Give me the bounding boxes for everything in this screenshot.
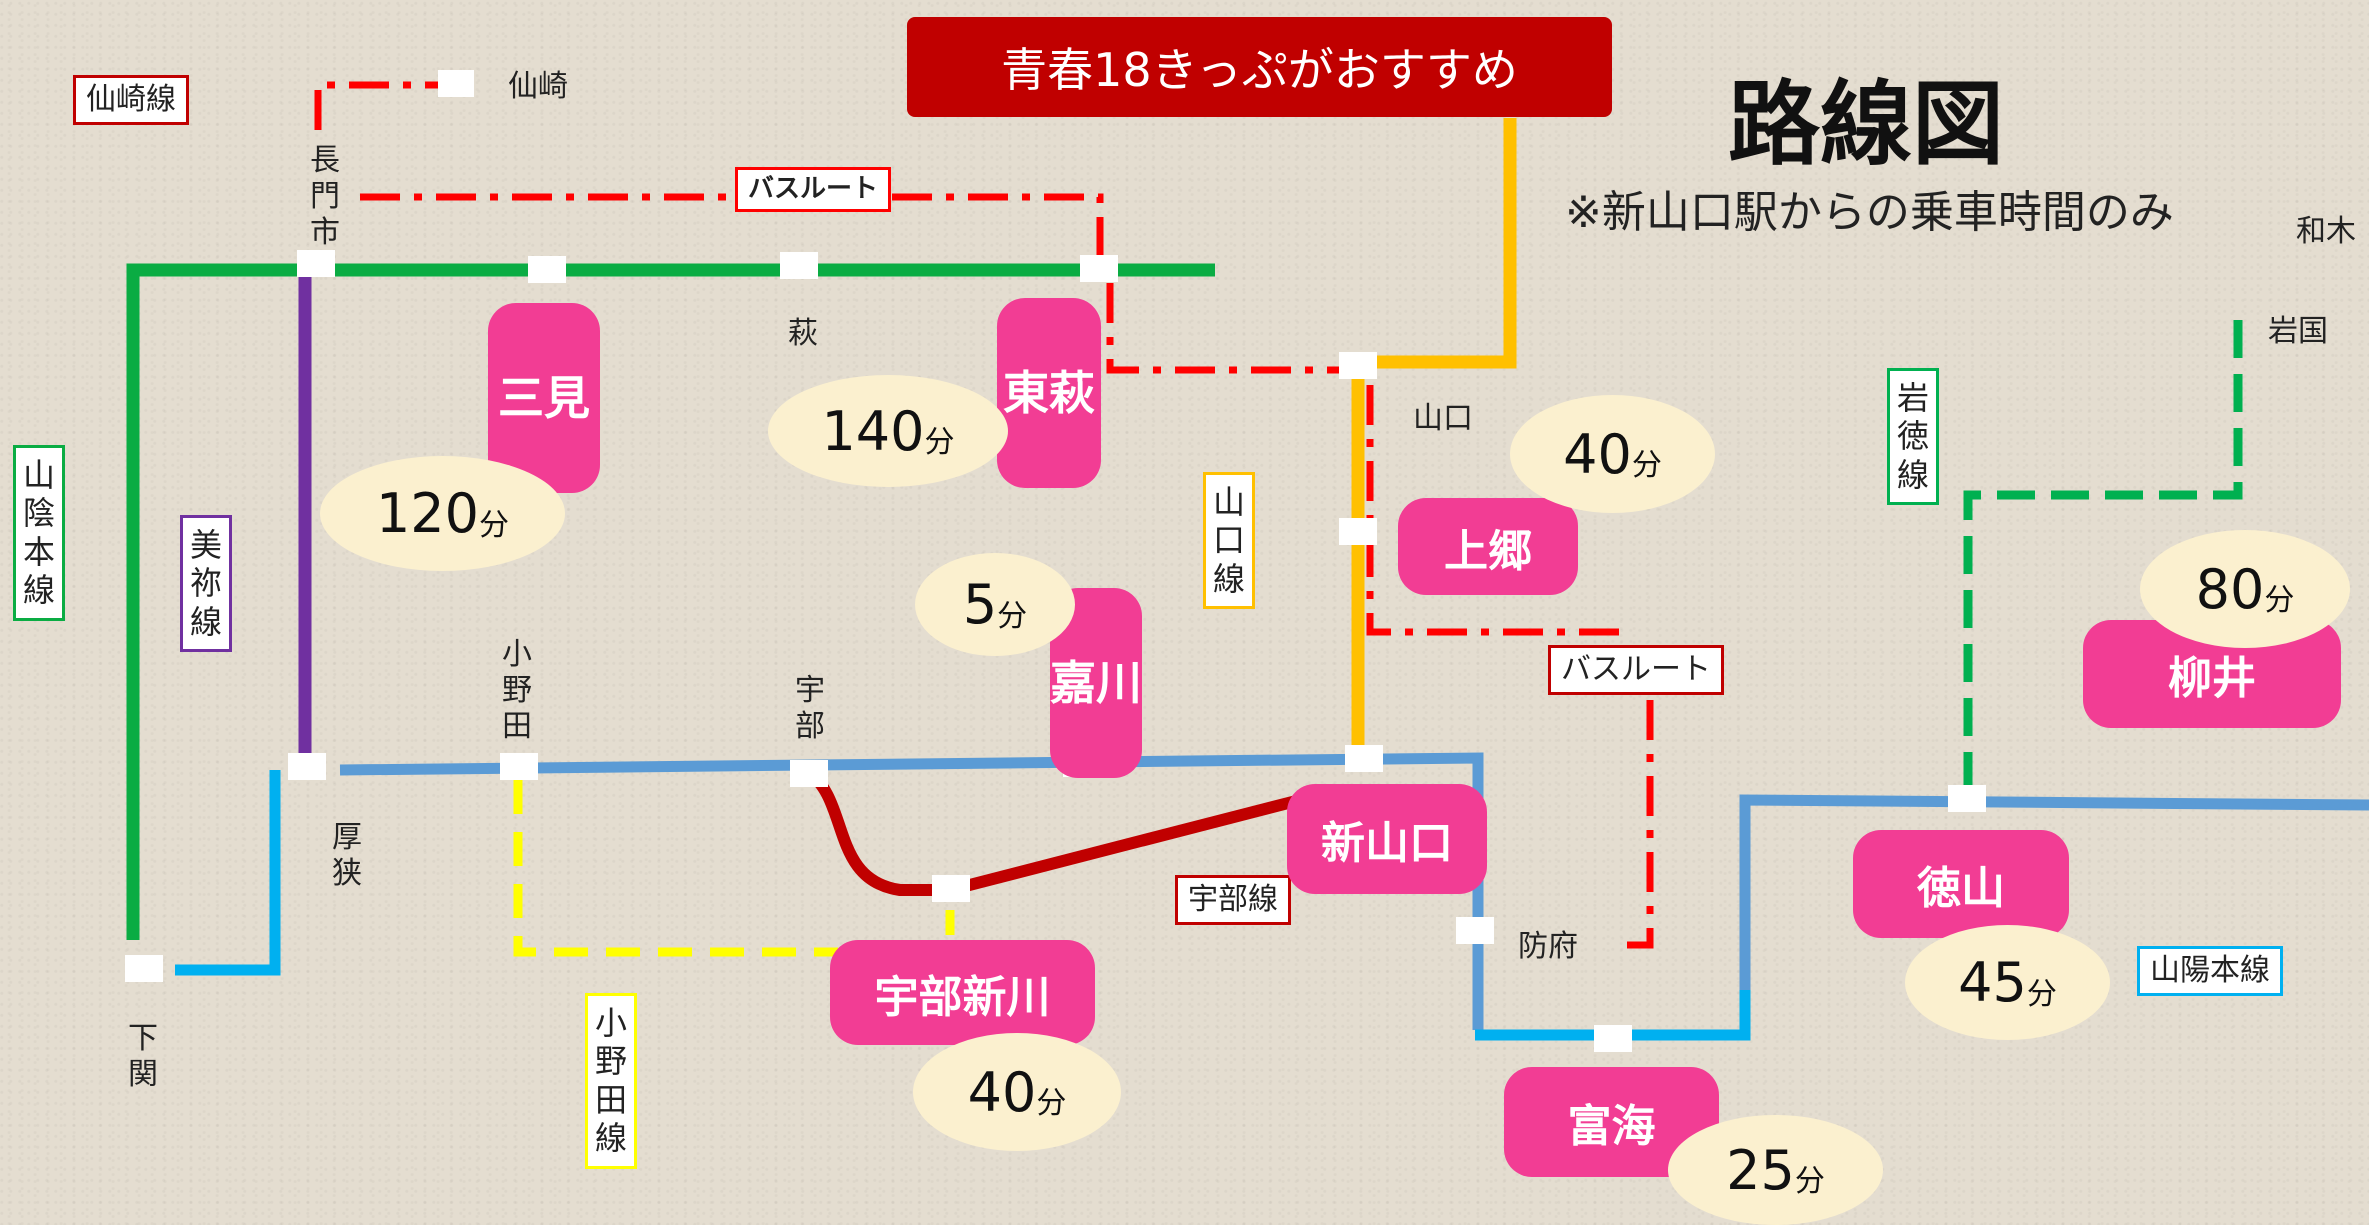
station-label-waki: 和木 [2296, 214, 2356, 249]
station-marker-shimonoseki [125, 955, 163, 982]
station-marker-hagi [780, 252, 818, 279]
bus-route-label-north: バスルート [735, 167, 892, 213]
destination-higashihagi: 東萩 [997, 298, 1101, 488]
station-marker-nagato [297, 250, 335, 277]
station-label-shimonoseki: 下関 [128, 1021, 158, 1092]
station-label-onoda: 小野田 [502, 637, 532, 744]
station-label-ube: 宇部 [795, 673, 825, 744]
yamaguchi-line [1351, 118, 1517, 760]
station-label-yamaguchi: 山口 [1413, 401, 1473, 436]
station-marker-hofu [1456, 917, 1494, 944]
destination-tokuyama: 徳山 [1853, 830, 2069, 938]
sanyo-line-east [1739, 794, 2369, 990]
station-label-nagato: 長門市 [310, 143, 340, 245]
station-marker-ube [790, 760, 828, 787]
destination-sanmi: 三見 [488, 303, 600, 493]
sanyo-line-coast [1475, 990, 1751, 1041]
station-marker-sanmi [528, 256, 566, 283]
line-label-senzaki: 仙崎線 [73, 75, 189, 125]
line-label-onoda: 小野田線 [585, 993, 637, 1169]
sanin-line [126, 263, 1215, 940]
station-marker-higashihagi [1080, 255, 1118, 282]
destination-ubeshinkawa: 宇部新川 [830, 940, 1095, 1045]
station-label-hagi: 萩 [788, 316, 818, 351]
onoda-line [513, 780, 838, 957]
ube-line [804, 767, 1302, 896]
station-marker-asa [288, 753, 326, 780]
station-marker-kamigo [1339, 518, 1377, 545]
bus-route-south-2 [1615, 700, 1654, 949]
line-label-sanyo: 山陽本線 [2137, 946, 2283, 996]
station-label-asa: 厚狭 [332, 820, 362, 891]
line-label-ube: 宇部線 [1175, 875, 1291, 925]
sanyo-line-west [175, 770, 281, 976]
bus-route-label-south: バスルート [1548, 645, 1724, 695]
destination-kamigo: 上郷 [1398, 498, 1578, 595]
line-label-mine: 美祢線 [180, 515, 232, 653]
station-label-hofu: 防府 [1518, 929, 1578, 964]
station-marker-yamaguchi [1339, 352, 1377, 379]
line-label-gantoku: 岩徳線 [1887, 368, 1939, 506]
line-label-sanin: 山陰本線 [13, 445, 65, 621]
page-title: 路線図 [1728, 71, 2005, 178]
station-marker-tokuyama [1948, 785, 1986, 812]
station-label-senzaki: 仙崎 [508, 69, 568, 104]
destination-shinyamaguchi: 新山口 [1287, 784, 1487, 894]
station-marker-senzaki [438, 70, 474, 97]
senzaki-line [314, 81, 455, 130]
station-marker-ubeshinkawa [932, 875, 970, 902]
gantoku-line [1963, 318, 2243, 790]
route-map [125, 70, 2369, 1052]
station-marker-onoda [500, 753, 538, 780]
bus-route-south [1366, 385, 1630, 636]
station-marker-shinyamaguchi [1345, 745, 1383, 772]
seishun-18-banner: 青春18きっぷがおすすめ [907, 17, 1612, 117]
station-label-iwakuni: 岩国 [2268, 314, 2328, 349]
line-label-yamaguchi: 山口線 [1203, 472, 1255, 610]
page-note: ※新山口駅からの乗車時間のみ [1565, 187, 2174, 238]
station-marker-tonomi [1594, 1025, 1632, 1052]
